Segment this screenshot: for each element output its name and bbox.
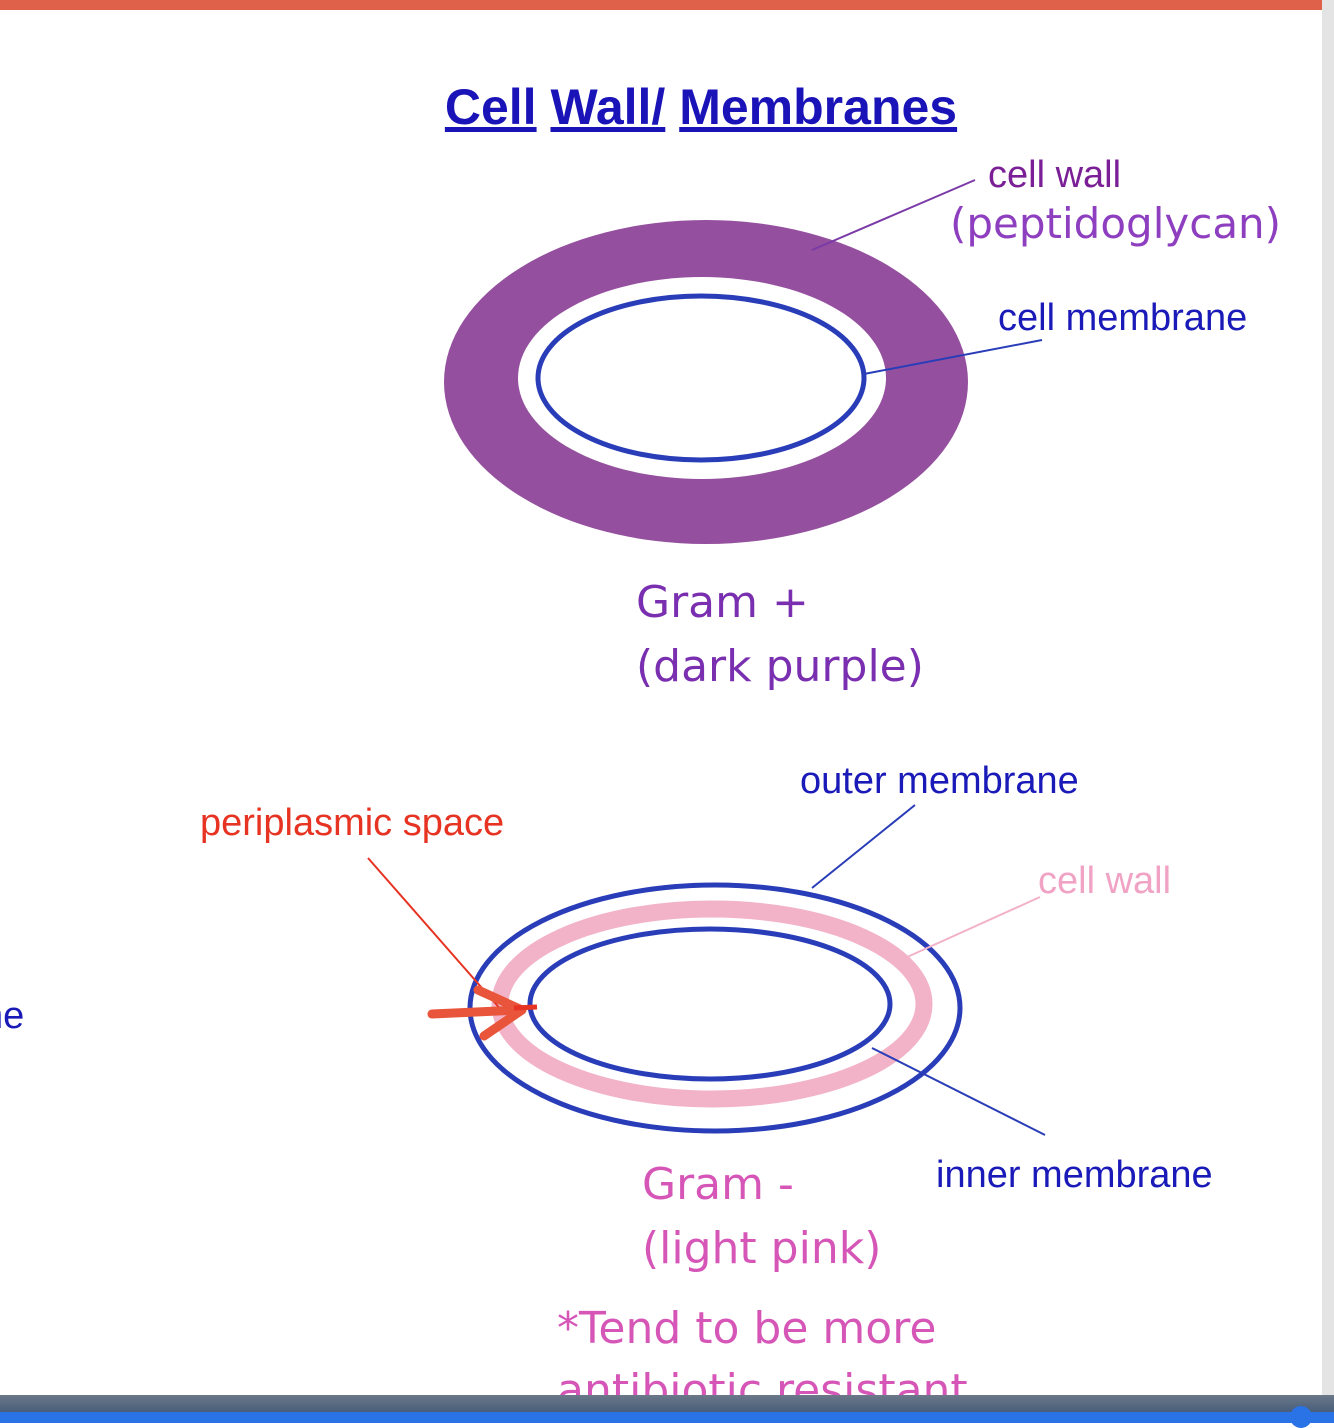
outer-membrane-leader-line	[811, 804, 916, 889]
cell-wall-pink-leader-line	[904, 896, 1041, 959]
periplasmic-space-label: periplasmic space	[200, 802, 505, 844]
gram-positive-cell-wall-label: cell wall	[988, 154, 1122, 196]
outer-membrane-label: outer membrane	[800, 760, 1079, 802]
title-word-membranes: Membranes	[679, 79, 958, 135]
cell-diagrams	[367, 179, 1046, 1136]
gram-negative-cell-wall-label: cell wall	[1038, 860, 1172, 902]
gram-negative-cell-wall	[491, 900, 933, 1108]
gram-positive-diagram	[444, 179, 1043, 544]
top-accent-bar	[0, 0, 1322, 10]
title-word-wall: Wall/	[550, 79, 666, 135]
gram-negative-name: Gram -	[642, 1159, 794, 1210]
gram-positive-stain: (dark purple)	[636, 641, 924, 692]
title-word-cell: Cell	[444, 79, 537, 135]
peptidoglycan-label: (peptidoglycan)	[950, 199, 1282, 248]
inner-membrane-label: inner membrane	[936, 1154, 1213, 1196]
cell-membrane-leader-line	[863, 339, 1043, 375]
gram-negative-stain: (light pink)	[642, 1223, 882, 1274]
cell-wall-leader-line	[811, 179, 976, 251]
gram-negative-diagram	[367, 804, 1046, 1136]
left-cut-text: ne	[0, 995, 25, 1037]
antibiotic-note-line2: antibiotic resistant	[557, 1365, 968, 1395]
slide: Cell Wall/ Membranes	[0, 10, 1322, 1395]
gram-negative-inner-membrane	[527, 926, 893, 1082]
gram-positive-periplasm-gap	[518, 277, 886, 479]
scroll-handle[interactable]	[1290, 1406, 1312, 1428]
window-edge	[1322, 0, 1334, 1423]
antibiotic-note-line1: *Tend to be more	[557, 1303, 937, 1354]
periplasmic-arrow-icon	[427, 985, 538, 1041]
inner-membrane-leader-line	[871, 1047, 1046, 1136]
gram-positive-name: Gram +	[636, 577, 809, 628]
gram-positive-cell-membrane	[535, 293, 867, 463]
bottom-progress-bar	[0, 1412, 1334, 1423]
page-title: Cell Wall/ Membranes	[0, 78, 1322, 136]
gram-positive-cell-membrane-label: cell membrane	[998, 297, 1248, 339]
